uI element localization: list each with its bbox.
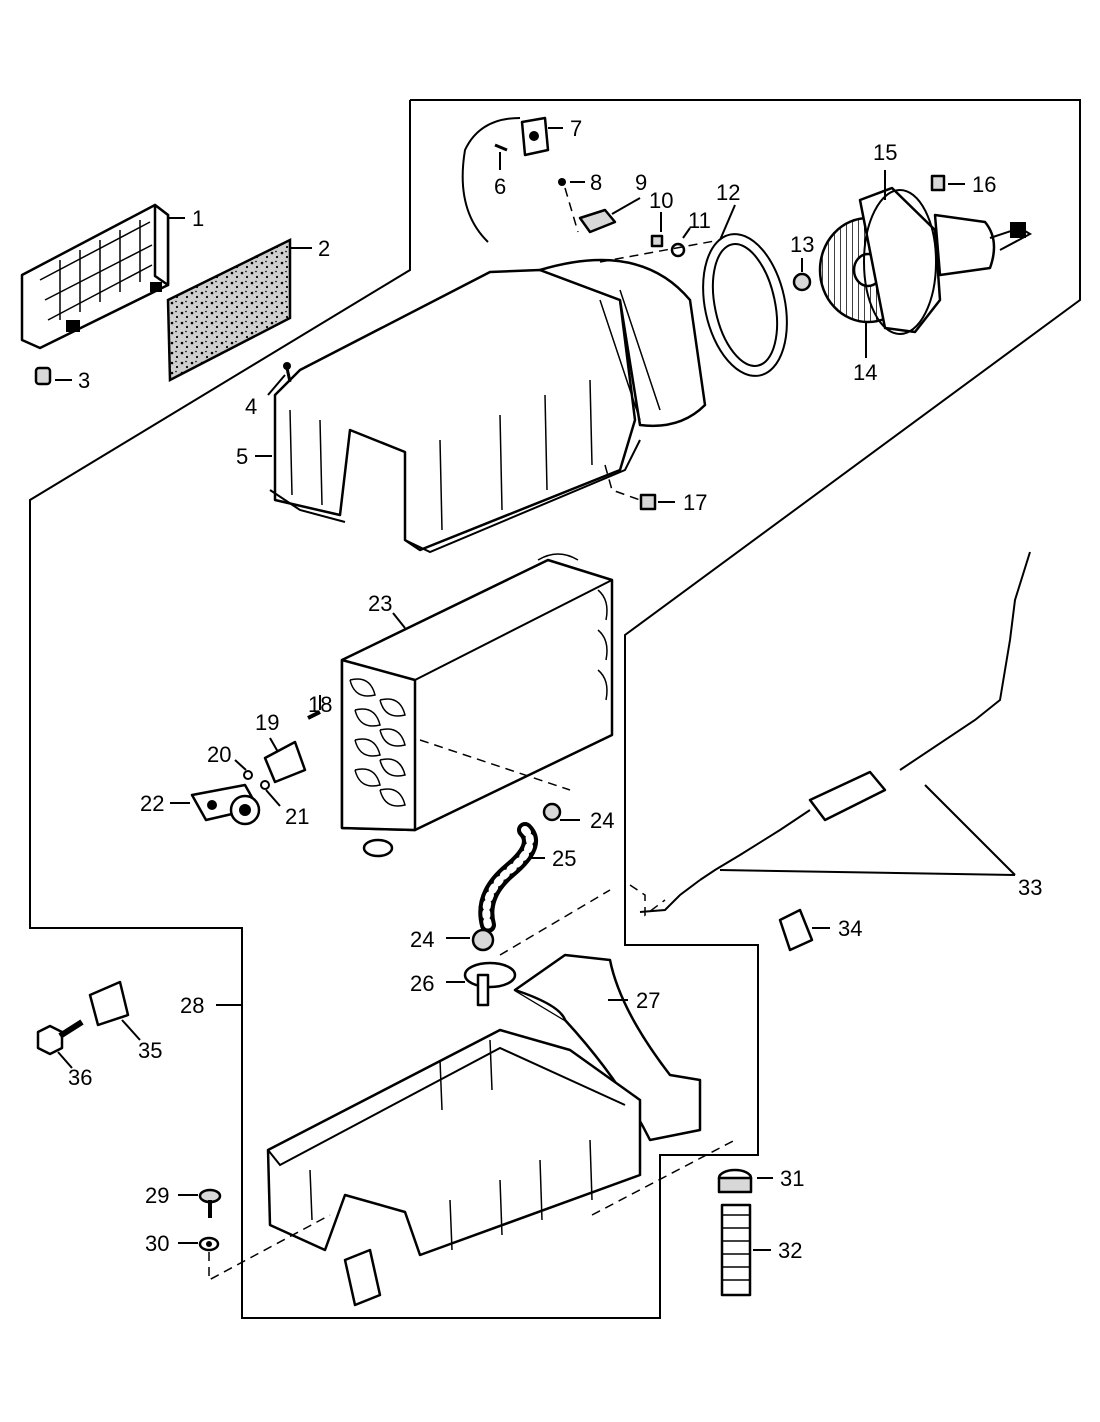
blower-motor-15 (858, 186, 1033, 335)
bracket-35 (88, 980, 130, 1027)
callout-22: 22 (140, 791, 164, 816)
callout-24-lower: 24 (410, 927, 434, 952)
drain-fitting-26 (463, 961, 517, 1007)
callout-23: 23 (368, 591, 392, 616)
screw-4 (283, 362, 292, 383)
bolt-36 (36, 1019, 84, 1056)
oring-20 (243, 770, 253, 780)
cable-clip-34 (778, 908, 814, 952)
callout-18: 18 (308, 692, 332, 717)
louver-grille (20, 203, 170, 350)
callout-8: 8 (590, 170, 602, 195)
leader-lines (55, 127, 965, 1251)
evaporator-upper-case (269, 258, 707, 554)
clip-17 (639, 493, 657, 511)
callout-4: 4 (245, 394, 257, 419)
callout-10: 10 (649, 188, 673, 213)
callout-27: 27 (636, 988, 660, 1013)
callout-7: 7 (570, 116, 582, 141)
callout-21: 21 (285, 804, 309, 829)
hose-clamp-24-upper (542, 802, 562, 822)
clip-10 (650, 234, 664, 248)
gasket-ring-12 (702, 233, 788, 377)
washer-30 (198, 1236, 220, 1252)
callout-14: 14 (853, 360, 877, 385)
callout-17: 17 (683, 490, 707, 515)
drain-hose-32 (720, 1203, 752, 1297)
screw-8 (558, 178, 579, 233)
callout-6: 6 (494, 174, 506, 199)
callout-11: 11 (688, 208, 711, 233)
drain-tube-6 (461, 117, 521, 243)
nut-11 (670, 242, 686, 258)
screw-29 (198, 1188, 222, 1218)
assembly-boundary (29, 99, 1081, 1319)
callout-25: 25 (552, 846, 576, 871)
callout-26: 26 (410, 971, 434, 996)
callout-34: 34 (838, 916, 862, 941)
callout-13: 13 (790, 232, 814, 257)
callout-31: 31 (780, 1166, 804, 1191)
callout-28: 28 (180, 993, 204, 1018)
callout-5: 5 (236, 444, 248, 469)
clip-3 (34, 366, 52, 386)
callout-1: 1 (192, 206, 204, 231)
air-filter-pad (166, 237, 292, 383)
oring-21 (260, 780, 270, 790)
drain-hose-25 (478, 822, 538, 933)
bracket-19 (263, 740, 307, 784)
hose-clamp-31 (717, 1168, 753, 1194)
callout-9: 9 (635, 170, 647, 195)
callout-2: 2 (318, 236, 330, 261)
callout-16: 16 (972, 172, 996, 197)
callout-15: 15 (873, 140, 897, 165)
evaporator-core (340, 553, 614, 858)
expansion-valve-22 (190, 783, 261, 826)
evaporator-lower-case (266, 1028, 642, 1307)
screw-16 (930, 174, 946, 192)
callout-19: 19 (255, 710, 279, 735)
control-cable-33 (639, 551, 1031, 913)
hose-clamp-24-lower (471, 928, 495, 952)
callout-32: 32 (778, 1238, 802, 1263)
callout-20: 20 (207, 742, 231, 767)
callout-33: 33 (1018, 875, 1042, 900)
fan-hub-nut-13 (792, 272, 812, 292)
callout-labels: 1 2 3 4 5 6 7 8 9 10 11 12 13 14 15 16 1… (68, 116, 1042, 1263)
callout-35: 35 (138, 1038, 162, 1063)
clip-9 (578, 208, 617, 234)
callout-12: 12 (716, 180, 740, 205)
callout-3: 3 (78, 368, 90, 393)
callout-24-upper: 24 (590, 808, 614, 833)
air-duct-27 (513, 953, 702, 1142)
callout-36: 36 (68, 1065, 92, 1090)
callout-30: 30 (145, 1231, 169, 1256)
screw-18 (307, 710, 321, 720)
callout-29: 29 (145, 1183, 169, 1208)
